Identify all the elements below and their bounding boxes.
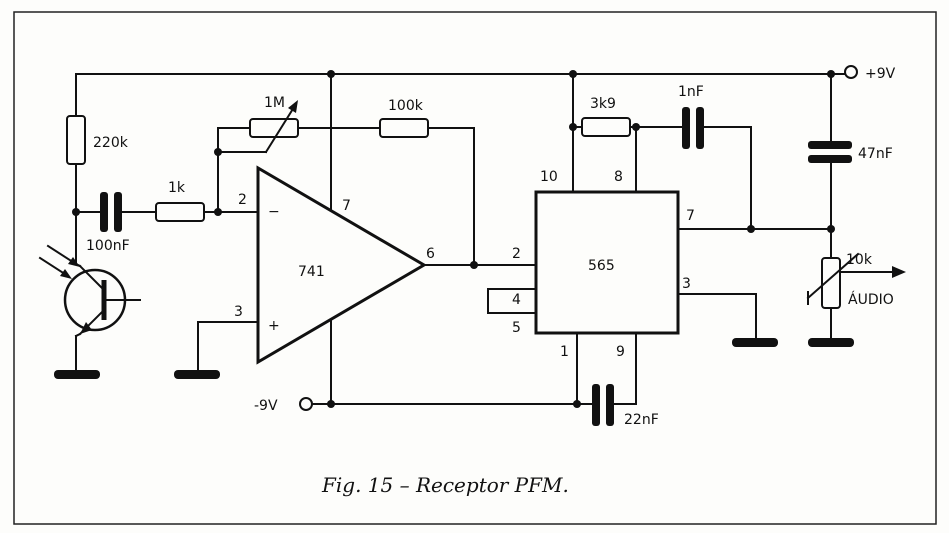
ic-565 — [534, 190, 680, 335]
capacitor-100nf-label: 100nF — [86, 238, 130, 254]
opamp-pin-6: 6 — [426, 246, 435, 262]
ic-pin-10: 10 — [540, 169, 558, 185]
audio-output-label: ÁUDIO — [848, 291, 894, 308]
resistor-3k9 — [581, 117, 631, 137]
capacitor-1nf-label: 1nF — [678, 84, 704, 100]
resistor-1k — [155, 202, 205, 222]
ic-pin-3: 3 — [682, 276, 691, 292]
opamp-741-label: 741 — [298, 264, 325, 280]
potentiometer-10k-label: 10k — [846, 252, 873, 268]
opamp-inverting-sign: − — [268, 204, 280, 220]
ic-pin-5: 5 — [512, 320, 521, 336]
positive-rail — [75, 65, 858, 79]
opamp-pin-3: 3 — [234, 304, 243, 320]
opamp-741 — [256, 165, 427, 365]
capacitor-100nf — [100, 192, 108, 232]
ground-symbol-left — [54, 370, 100, 379]
resistor-3k9-label: 3k9 — [590, 96, 616, 112]
resistor-220k-label: 220k — [93, 135, 129, 151]
potentiometer-1m — [249, 118, 299, 138]
opamp-noninverting-sign: + — [268, 318, 280, 334]
ic-pin-2: 2 — [512, 246, 521, 262]
capacitor-47nf — [808, 141, 852, 149]
figure-frame — [13, 11, 937, 525]
ic-pin-8: 8 — [614, 169, 623, 185]
ic-pin-4: 4 — [512, 292, 521, 308]
ic-565-label: 565 — [588, 258, 615, 274]
capacitor-22nf-label: 22nF — [624, 412, 659, 428]
opamp-pin-7: 7 — [342, 198, 351, 214]
potentiometer-1m-label: 1M — [264, 95, 285, 111]
resistor-100k — [379, 118, 429, 138]
phototransistor — [38, 244, 141, 371]
positive-supply-label: +9V — [865, 66, 896, 82]
capacitor-1nf — [682, 107, 690, 149]
ground-symbol-right — [808, 338, 854, 347]
ic-pin-7: 7 — [686, 208, 695, 224]
resistor-100k-label: 100k — [388, 98, 424, 114]
figure-caption: Fig. 15 – Receptor PFM. — [321, 473, 569, 497]
capacitor-47nf-label: 47nF — [858, 146, 893, 162]
ic-pin-1: 1 — [560, 344, 569, 360]
ground-symbol-ic — [732, 338, 778, 347]
capacitor-22nf — [592, 384, 600, 426]
ic-pin-9: 9 — [616, 344, 625, 360]
resistor-1k-label: 1k — [168, 180, 186, 196]
negative-supply-label: -9V — [254, 398, 278, 414]
opamp-pin-2: 2 — [238, 192, 247, 208]
ground-symbol-opamp — [174, 370, 220, 379]
audio-output-arrow — [892, 266, 906, 278]
resistor-220k — [66, 115, 86, 165]
